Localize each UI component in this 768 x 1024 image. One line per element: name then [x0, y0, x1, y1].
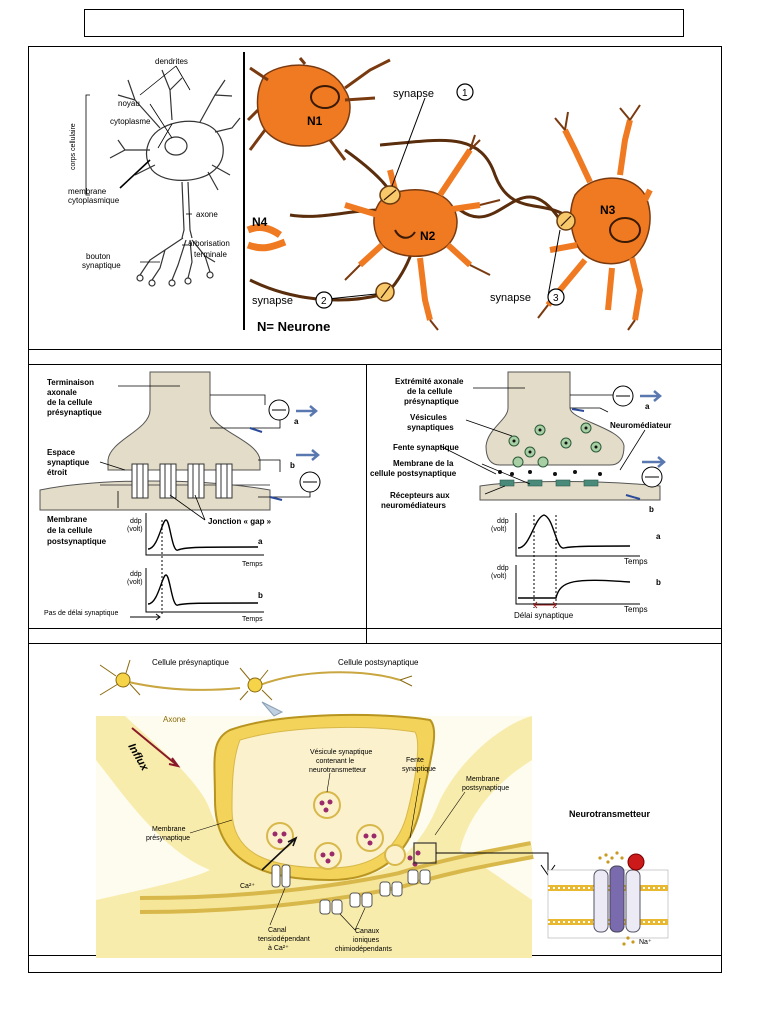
label-de-la-cellule-3: de la cellule [407, 387, 453, 396]
label-n2: N2 [420, 229, 436, 243]
label-canaux-1: Canaux [355, 928, 380, 935]
label-a-top: a [294, 417, 299, 426]
label-cytoplasmique: cytoplasmique [68, 196, 120, 205]
label-synapse-3-num: 3 [553, 293, 559, 304]
label-corps-cellulaire: corps cellulaire [70, 123, 77, 170]
label-canaux-3: chimiodépendants [335, 946, 392, 953]
label-b-top: b [290, 461, 295, 470]
label-canal-2: tensiodépendant [258, 936, 310, 943]
label-delai-synaptique: Délai synaptique [514, 611, 574, 620]
label-extremite: Extrémité axonale [395, 377, 464, 386]
label-b-graph: b [258, 591, 263, 600]
label-membrane-pre-1: Membrane [152, 826, 186, 833]
electrical-labels: Terminaison axonale de la cellule présyn… [44, 378, 299, 623]
label-membrane: Membrane [47, 515, 88, 524]
label-b-chem-graph: b [656, 578, 661, 587]
label-temps-4: Temps [624, 605, 648, 614]
label-a-graph: a [258, 537, 263, 546]
label-vesicule-1: Vésicule synaptique [310, 749, 372, 756]
label-vesicule-2: contenant le [316, 758, 354, 765]
label-volt-2: (volt) [127, 579, 143, 586]
label-synaptique: synaptique [82, 261, 121, 270]
label-b-chem-top: b [649, 505, 654, 514]
label-synaptique: synaptique [47, 458, 90, 467]
label-a-chem-top: a [645, 402, 650, 411]
label-vesicules: Vésicules [410, 413, 447, 422]
label-terminale: terminale [194, 250, 227, 259]
label-presynaptique: présynaptique [47, 408, 102, 417]
electrical-synapse [39, 371, 321, 621]
label-canaux-2: ioniques [353, 937, 380, 944]
label-neurotransmetteur: Neurotransmetteur [569, 809, 651, 819]
label-synapse-2-num: 2 [321, 296, 327, 307]
label-axone: axone [196, 210, 218, 219]
label-synapse-2: synapse [252, 295, 293, 307]
label-dendrites: dendrites [155, 57, 188, 66]
label-ddp-1: ddp [130, 518, 142, 525]
label-etroit: étroit [47, 468, 67, 477]
label-cellule-presynaptique: Cellule présynaptique [152, 658, 229, 667]
label-volt-4: (volt) [491, 573, 507, 580]
label-membrane: membrane [68, 187, 107, 196]
label-arborisation: arborisation [188, 239, 230, 248]
label-canal-3: à Ca²⁺ [268, 945, 289, 952]
label-postsynaptique: postsynaptique [47, 537, 107, 546]
label-temps-2: Temps [242, 616, 263, 623]
label-a-chem-graph: a [656, 532, 661, 541]
label-fente-synaptique: Fente synaptique [393, 443, 459, 452]
label-temps-1: Temps [242, 561, 263, 568]
label-ddp-3: ddp [497, 518, 509, 525]
label-neuromediateurs: neuromédiateurs [381, 501, 446, 510]
label-ca: Ca²⁺ [240, 883, 255, 890]
label-na: Na⁺ [639, 939, 652, 946]
label-de-la-cellule-2: de la cellule [47, 526, 93, 535]
label-de-la-cellule: de la cellule [47, 398, 93, 407]
chemical-synapse [439, 371, 666, 609]
label-synapse-1-num: 1 [462, 88, 468, 99]
label-n4: N4 [252, 215, 268, 229]
label-fente-2: synaptique [402, 766, 436, 773]
label-synaptiques: synaptiques [407, 423, 454, 432]
label-presynaptique-3: présynaptique [404, 397, 459, 406]
label-n1: N1 [307, 114, 323, 128]
label-cellule-postsynaptique: cellule postsynaptique [370, 469, 457, 478]
label-volt-3: (volt) [491, 526, 507, 533]
synapse-detail [96, 659, 669, 958]
label-jonction-gap: Jonction « gap » [208, 517, 272, 526]
label-axone: Axone [163, 715, 186, 724]
label-espace: Espace [47, 448, 76, 457]
label-synapse-1: synapse [393, 88, 434, 100]
title-box [84, 9, 684, 37]
label-bouton: bouton [86, 252, 110, 261]
label-temps-3: Temps [624, 557, 648, 566]
label-noyau: noyau [118, 99, 140, 108]
neuron-schema [85, 65, 241, 287]
label-membrane-pre-2: présynaptique [146, 835, 190, 842]
label-pas-de-delai: Pas de délai synaptique [44, 610, 118, 617]
label-legend: N= Neurone [257, 319, 330, 334]
neuron-network [246, 57, 653, 331]
label-neuromediateur: Neuromédiateur [610, 421, 671, 430]
label-membrane-post-2: postsynaptique [462, 785, 509, 792]
label-cellule-postsynaptique: Cellule postsynaptique [338, 658, 419, 667]
label-terminaison: Terminaison [47, 378, 94, 387]
label-ddp-2: ddp [130, 571, 142, 578]
chemical-labels: Extrémité axonale de la cellule présynap… [370, 377, 671, 620]
label-membrane-post-1: Membrane [466, 776, 500, 783]
label-vesicule-3: neurotransmetteur [309, 767, 367, 774]
label-synapse-3: synapse [490, 292, 531, 304]
label-fente-1: Fente [406, 757, 424, 764]
label-canal-1: Canal [268, 927, 287, 934]
label-axonale: axonale [47, 388, 77, 397]
label-volt-1: (volt) [127, 526, 143, 533]
label-cytoplasme: cytoplasme [110, 117, 151, 126]
label-ddp-4: ddp [497, 565, 509, 572]
label-n3: N3 [600, 203, 616, 217]
label-membrane-de-la: Membrane de la [393, 459, 454, 468]
label-recepteurs: Récepteurs aux [390, 491, 450, 500]
